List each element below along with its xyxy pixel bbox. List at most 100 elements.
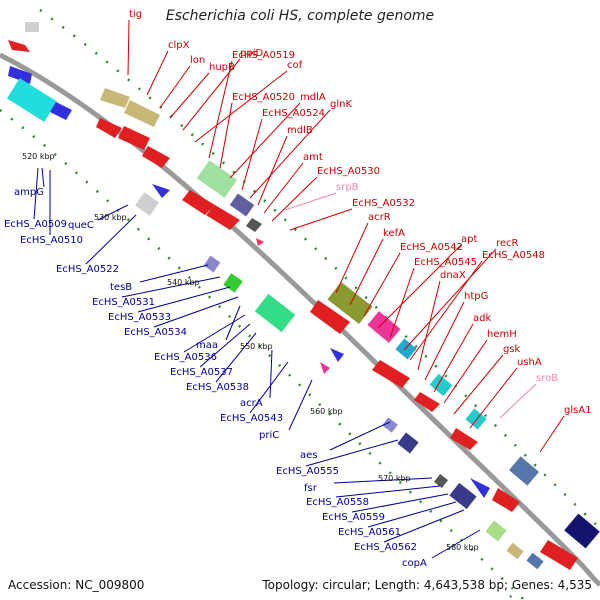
gene-label-recR: recR: [496, 238, 519, 249]
scale-mark-label: 580 kbp: [446, 543, 479, 552]
leader-copA: [431, 529, 481, 559]
leader-acrR: [335, 222, 369, 294]
gene-label-EcHS_A0537: EcHS_A0537: [170, 367, 233, 378]
feature-EcHS_A0542: [367, 311, 401, 343]
leader-fsr: [333, 477, 433, 484]
feature-acrR: [310, 300, 350, 334]
feature-kefA: [327, 282, 373, 324]
scale-mark-label: 520 kbp: [22, 152, 55, 161]
leader-ushA: [469, 367, 518, 429]
gene-label-dnaX: dnaX: [440, 270, 466, 281]
feature-tesB: [203, 255, 221, 273]
gene-label-sroB: sroB: [536, 373, 558, 384]
feature-recR: [372, 360, 410, 388]
feature-apt: [395, 338, 417, 360]
leader-EcHS_A0522: [85, 214, 137, 265]
leader-tig: [127, 19, 130, 76]
leader-recR: [403, 248, 497, 351]
leader-glsA1: [539, 415, 565, 453]
gene-label-fsr: fsr: [304, 483, 318, 494]
feature-htpG: [429, 373, 453, 397]
feature-fsr: [433, 473, 449, 489]
leader-EcHS_A0509: [33, 167, 39, 220]
gene-label-queC: queC: [68, 220, 94, 231]
gene-label-EcHS_A0538: EcHS_A0538: [186, 382, 249, 393]
gene-label-ppiD: ppiD: [240, 48, 263, 59]
feature-end-4: [526, 552, 544, 570]
leader-EcHS_A0562: [383, 509, 465, 543]
leader-glnK: [249, 109, 331, 199]
feature-EcHS_A0533: [223, 273, 243, 293]
gene-label-EcHS_A0542: EcHS_A0542: [400, 242, 463, 253]
gene-label-EcHS_A0524: EcHS_A0524: [262, 108, 325, 119]
gene-label-mdlB: mdlB: [287, 125, 313, 136]
leader-srpB: [284, 192, 337, 211]
leader-EcHS_A0524: [241, 118, 263, 191]
leader-EcHS_A0519: [208, 60, 233, 159]
feature-gsk: [450, 428, 478, 450]
feature-priC: [330, 348, 344, 362]
gene-label-EcHS_A0543: EcHS_A0543: [220, 413, 283, 424]
leader-EcHS_A0537: [199, 323, 251, 368]
feature-EcHS_A0509: [6, 78, 58, 122]
gene-label-EcHS_A0533: EcHS_A0533: [108, 312, 171, 323]
feature-lon: [124, 100, 160, 127]
gene-label-EcHS_A0555: EcHS_A0555: [276, 466, 339, 477]
leader-cof: [194, 70, 288, 143]
leader-EcHS_A0536: [183, 314, 246, 353]
gene-label-amt: amt: [303, 152, 323, 163]
map-title: Escherichia coli HS, complete genome: [165, 8, 435, 24]
leader-htpG: [424, 301, 465, 381]
leader-tesB: [139, 264, 209, 283]
leader-EcHS_A0542: [363, 252, 401, 317]
leader-mdlB: [257, 135, 288, 206]
leader-EcHS_A0532: [289, 208, 353, 231]
gene-label-kefA: kefA: [383, 228, 405, 239]
feature-tig: [8, 40, 30, 52]
leader-priC: [288, 379, 313, 431]
leader-hupB: [169, 72, 210, 119]
gene-label-cof: cof: [287, 60, 303, 71]
feature-amt: [246, 218, 262, 232]
feature-glsA1-gene: [492, 488, 520, 512]
gene-label-EcHS_A0520: EcHS_A0520: [232, 92, 295, 103]
gene-label-adk: adk: [473, 313, 491, 324]
gene-label-glsA1: glsA1: [564, 405, 592, 416]
gene-label-htpG: htpG: [464, 291, 488, 302]
feature-ushA: [465, 408, 487, 430]
leader-maa: [225, 305, 241, 341]
gene-label-ampG: ampG: [14, 187, 44, 198]
leader-aes: [329, 421, 391, 451]
gene-label-tig: tig: [129, 9, 142, 20]
feature-EcHS_A0555: [397, 432, 419, 454]
leader-queC: [97, 204, 129, 221]
leader-EcHS_A0548: [409, 260, 483, 361]
topology-label: Topology: circular; Length: 4,643,538 bp…: [262, 578, 592, 592]
leader-lon: [159, 65, 191, 109]
outer-features: [8, 22, 600, 570]
leader-EcHS_A0531: [121, 276, 221, 298]
leader-gsk: [453, 354, 504, 415]
leader-dnaX: [417, 280, 441, 371]
leader-clpX: [146, 50, 169, 96]
accession-label: Accession: NC_009800: [8, 578, 145, 592]
leader-EcHS_A0533: [137, 286, 231, 313]
gene-label-EcHS_A0522: EcHS_A0522: [56, 264, 119, 275]
leader-EcHS_A0561: [367, 501, 457, 528]
feature-queC: [135, 192, 159, 216]
gene-label-gsk: gsk: [503, 344, 521, 355]
gene-label-apt: apt: [461, 234, 477, 245]
gene-label-EcHS_A0531: EcHS_A0531: [92, 297, 155, 308]
feature-clpX: [100, 88, 130, 108]
feature-glnK: [229, 193, 255, 217]
feature-end-1: [564, 513, 600, 549]
gene-label-EcHS_A0530: EcHS_A0530: [317, 166, 380, 177]
leader-ppiD: [182, 58, 241, 131]
feature-EcHS_A0561: [470, 478, 490, 498]
leader-EcHS_A0559: [351, 493, 449, 513]
leader-EcHS_A0558: [335, 485, 441, 498]
leader-ampG: [41, 167, 45, 188]
gene-label-acrR: acrR: [368, 212, 391, 223]
